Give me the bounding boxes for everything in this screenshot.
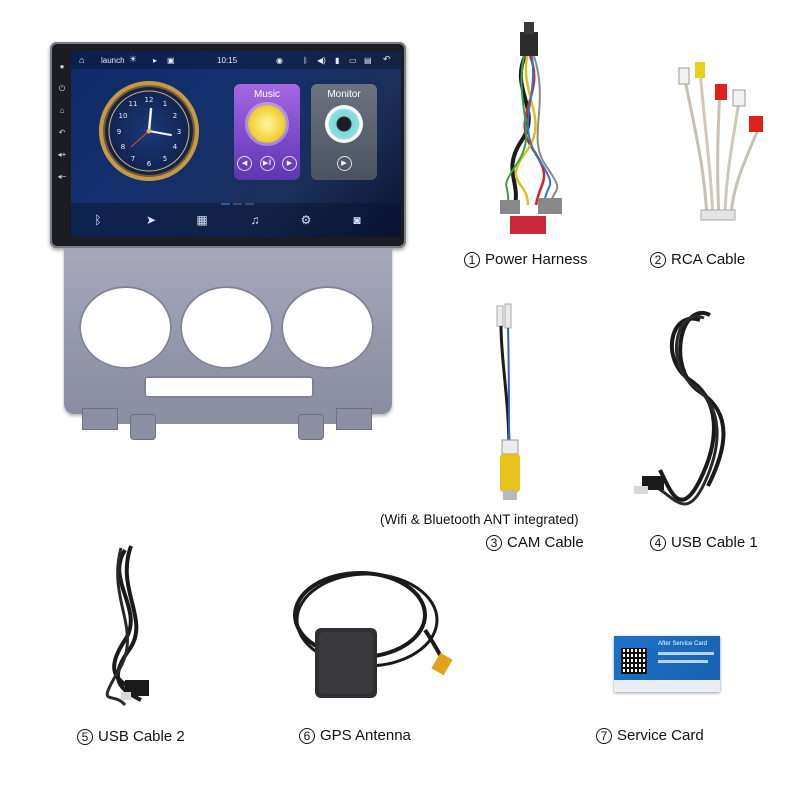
- media-icon: ▸: [153, 56, 158, 65]
- number-badge: 3: [486, 534, 502, 551]
- svg-text:2: 2: [173, 112, 177, 120]
- usb-cable-1-image: [634, 310, 726, 506]
- qr-code-icon: [621, 648, 647, 674]
- number-badge: 1: [464, 251, 480, 268]
- svg-text:5: 5: [163, 155, 167, 163]
- svg-text:1: 1: [163, 100, 167, 108]
- cam-cable-image: [496, 303, 520, 500]
- svg-text:10: 10: [119, 112, 128, 120]
- svg-text:12: 12: [145, 96, 154, 104]
- control-slot: [144, 376, 314, 398]
- mount-tab-right: [336, 408, 372, 430]
- power-icon[interactable]: ⏻: [58, 84, 66, 93]
- music-widget-title: Music: [253, 89, 281, 100]
- svg-text:3: 3: [177, 128, 181, 136]
- volume-icon[interactable]: ◀): [317, 56, 326, 65]
- signal-icon: ▮: [335, 56, 340, 65]
- settings-icon[interactable]: ⚙: [300, 213, 312, 227]
- card-text-line: [658, 660, 708, 663]
- accessory-label-cam-cable: 3 CAM Cable: [486, 534, 584, 551]
- vent-left: [79, 286, 172, 369]
- monitor-next-icon[interactable]: ▶: [336, 156, 352, 171]
- next-icon[interactable]: ▶: [281, 156, 297, 171]
- camera-icon[interactable]: ◙: [353, 213, 361, 227]
- svg-text:8: 8: [121, 143, 125, 151]
- card-footer: [614, 680, 720, 692]
- volume-down-icon[interactable]: ◂−: [57, 172, 67, 181]
- accessory-name: GPS Antenna: [320, 727, 411, 744]
- number-badge: 7: [596, 727, 612, 744]
- apps-icon[interactable]: ▦: [196, 213, 208, 227]
- card-text-line: [658, 652, 714, 655]
- monitor-widget[interactable]: Monitor ▶: [311, 84, 377, 180]
- navigation-icon[interactable]: ➤: [145, 213, 157, 227]
- back-key-icon[interactable]: ↶: [58, 128, 66, 137]
- number-badge: 6: [299, 727, 315, 744]
- status-bar: ⌂ launch ☀ ▸ ▣ 10:15 ◉ ᛒ ◀) ▮ ▭ ▤ ↶: [71, 51, 401, 69]
- usb-cable-2-image: [105, 545, 149, 707]
- mount-bracket-right: [298, 414, 324, 440]
- number-badge: 5: [77, 728, 93, 745]
- accessory-label-service-card: 7 Service Card: [596, 727, 704, 744]
- accessory-name: RCA Cable: [671, 251, 746, 268]
- home-key-icon[interactable]: ⌂: [59, 106, 65, 115]
- svg-text:4: 4: [173, 143, 178, 151]
- vent-right: [281, 286, 374, 369]
- svg-text:6: 6: [147, 160, 152, 168]
- accessory-label-power-harness: 1 Power Harness: [464, 251, 588, 268]
- cam-cable-note: (Wifi & Bluetooth ANT integrated): [380, 512, 579, 527]
- volume-up-icon[interactable]: ◂+: [57, 150, 67, 159]
- mount-bracket-left: [130, 414, 156, 440]
- gallery-icon: ▣: [167, 56, 175, 65]
- side-key-column: ● ⏻ ⌂ ↶ ◂+ ◂−: [56, 56, 68, 206]
- frame-lower-bar: [82, 398, 372, 424]
- svg-text:11: 11: [129, 100, 138, 108]
- service-card-title: After Service Card: [658, 641, 708, 647]
- power-harness-image: [500, 22, 562, 234]
- accessory-label-usb-cable-2: 5 USB Cable 2: [77, 728, 185, 745]
- status-time: 10:15: [217, 56, 238, 65]
- bluetooth-app-icon[interactable]: ᛒ: [94, 213, 102, 227]
- bluetooth-icon: ᛒ: [303, 56, 308, 65]
- number-badge: 2: [650, 251, 666, 268]
- accessory-name: USB Cable 1: [671, 534, 758, 551]
- album-art-icon: [248, 105, 286, 143]
- notification-icon: ▤: [364, 56, 372, 65]
- location-icon: ◉: [276, 56, 283, 65]
- service-card-image: After Service Card: [614, 636, 720, 692]
- rca-cable-image: [678, 62, 763, 221]
- brightness-icon[interactable]: ☀: [129, 54, 138, 64]
- monitor-widget-title: Monitor: [327, 89, 361, 100]
- accessory-name: USB Cable 2: [98, 728, 185, 745]
- status-app-label: launch: [101, 56, 125, 65]
- accessory-name: CAM Cable: [507, 534, 584, 551]
- back-icon[interactable]: ↶: [383, 54, 391, 64]
- gps-antenna-image: [293, 571, 453, 698]
- camera-lens-icon: [325, 105, 363, 143]
- music-icon[interactable]: ♫: [250, 213, 260, 227]
- accessory-label-usb-cable-1: 4 USB Cable 1: [650, 534, 758, 551]
- window-icon[interactable]: ▭: [349, 56, 357, 65]
- play-pause-icon[interactable]: ▶‖: [259, 156, 275, 171]
- accessory-label-gps-antenna: 6 GPS Antenna: [299, 727, 411, 744]
- vent-center: [180, 286, 273, 369]
- previous-icon[interactable]: ◀: [237, 156, 253, 171]
- mic-icon[interactable]: ●: [59, 62, 65, 71]
- svg-text:9: 9: [117, 128, 121, 136]
- svg-text:7: 7: [131, 155, 135, 163]
- accessory-name: Power Harness: [485, 251, 588, 268]
- music-widget[interactable]: Music ◀ ▶‖ ▶: [234, 84, 300, 180]
- number-badge: 4: [650, 534, 666, 551]
- accessory-name: Service Card: [617, 727, 704, 744]
- accessory-label-rca-cable: 2 RCA Cable: [650, 251, 745, 268]
- mount-tab-left: [82, 408, 118, 430]
- app-dock: ᛒ ➤ ▦ ♫ ⚙ ◙: [71, 203, 401, 237]
- home-icon[interactable]: ⌂: [79, 55, 85, 65]
